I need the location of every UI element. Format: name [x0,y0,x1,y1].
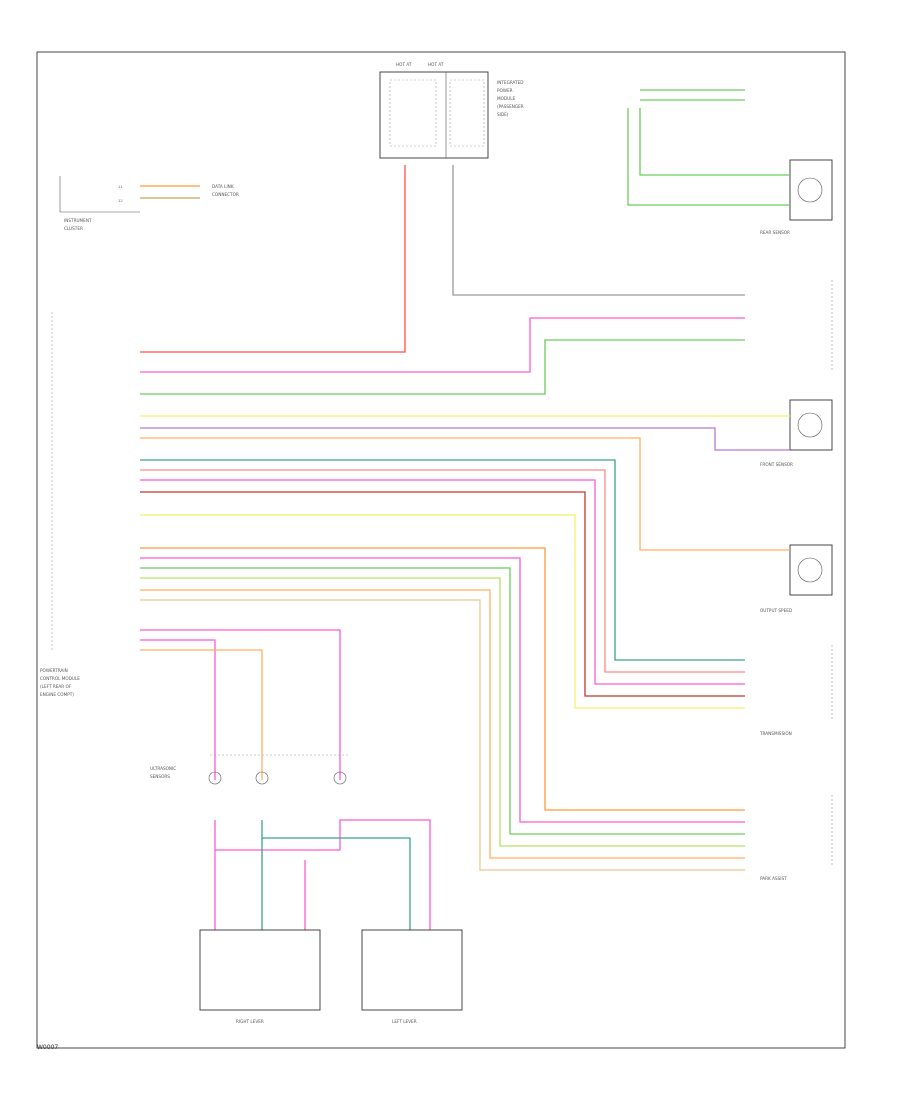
svg-text:OUTPUT SPEED: OUTPUT SPEED [760,608,792,613]
svg-text:(PASSENGER: (PASSENGER [497,104,524,109]
svg-text:HOT AT: HOT AT [396,62,412,67]
svg-text:POWER: POWER [497,88,513,93]
svg-text:SIDE): SIDE) [497,112,509,117]
svg-text:INSTRUMENT: INSTRUMENT [64,218,92,223]
svg-text:CONNECTOR: CONNECTOR [212,192,239,197]
fuse-box: HOT AT HOT AT INTEGRATED POWER MODULE (P… [379,62,524,159]
instrument-cluster: 11 12 INSTRUMENT CLUSTER DATA LINK CONNE… [59,176,239,231]
svg-text:SENSORS: SENSORS [150,774,170,779]
diagram-code: W0007 [37,1044,59,1051]
svg-text:MODULE: MODULE [497,96,516,101]
svg-text:(LEFT REAR OF: (LEFT REAR OF [40,684,72,689]
svg-text:DATA LINK: DATA LINK [212,184,234,189]
left-lever-label: LEFT LEVER [392,1019,417,1024]
svg-text:REAR SENSOR: REAR SENSOR [760,230,790,235]
svg-text:TRANSMISSION: TRANSMISSION [759,731,792,736]
svg-text:11: 11 [118,184,123,189]
right-connectors: REAR SENSOR FRONT SENSOR OUTPUT SPEED TR… [759,159,833,881]
powertrain-module: POWERTRAIN CONTROL MODULE (LEFT REAR OF … [40,312,80,697]
sensor-row: ULTRASONIC SENSORS [150,754,350,785]
svg-text:CONTROL MODULE: CONTROL MODULE [40,676,80,681]
lever-wiring [214,819,431,930]
right-lever-label: RIGHT LEVER [236,1019,264,1024]
diagram-frame [36,51,846,1049]
svg-text:FRONT SENSOR: FRONT SENSOR [760,462,793,467]
svg-text:POWERTRAIN: POWERTRAIN [40,668,68,673]
wire-bundle [140,89,790,871]
right-lever: RIGHT LEVER [199,929,321,1024]
svg-text:ULTRASONIC: ULTRASONIC [150,766,176,771]
svg-text:CLUSTER: CLUSTER [64,226,83,231]
svg-text:HOT AT: HOT AT [428,62,444,67]
svg-text:INTEGRATED: INTEGRATED [497,80,524,85]
svg-text:12: 12 [118,198,123,203]
svg-text:ENGINE COMPT): ENGINE COMPT) [40,692,74,697]
svg-text:PARK ASSIST: PARK ASSIST [760,876,787,881]
left-lever: LEFT LEVER [361,929,463,1024]
